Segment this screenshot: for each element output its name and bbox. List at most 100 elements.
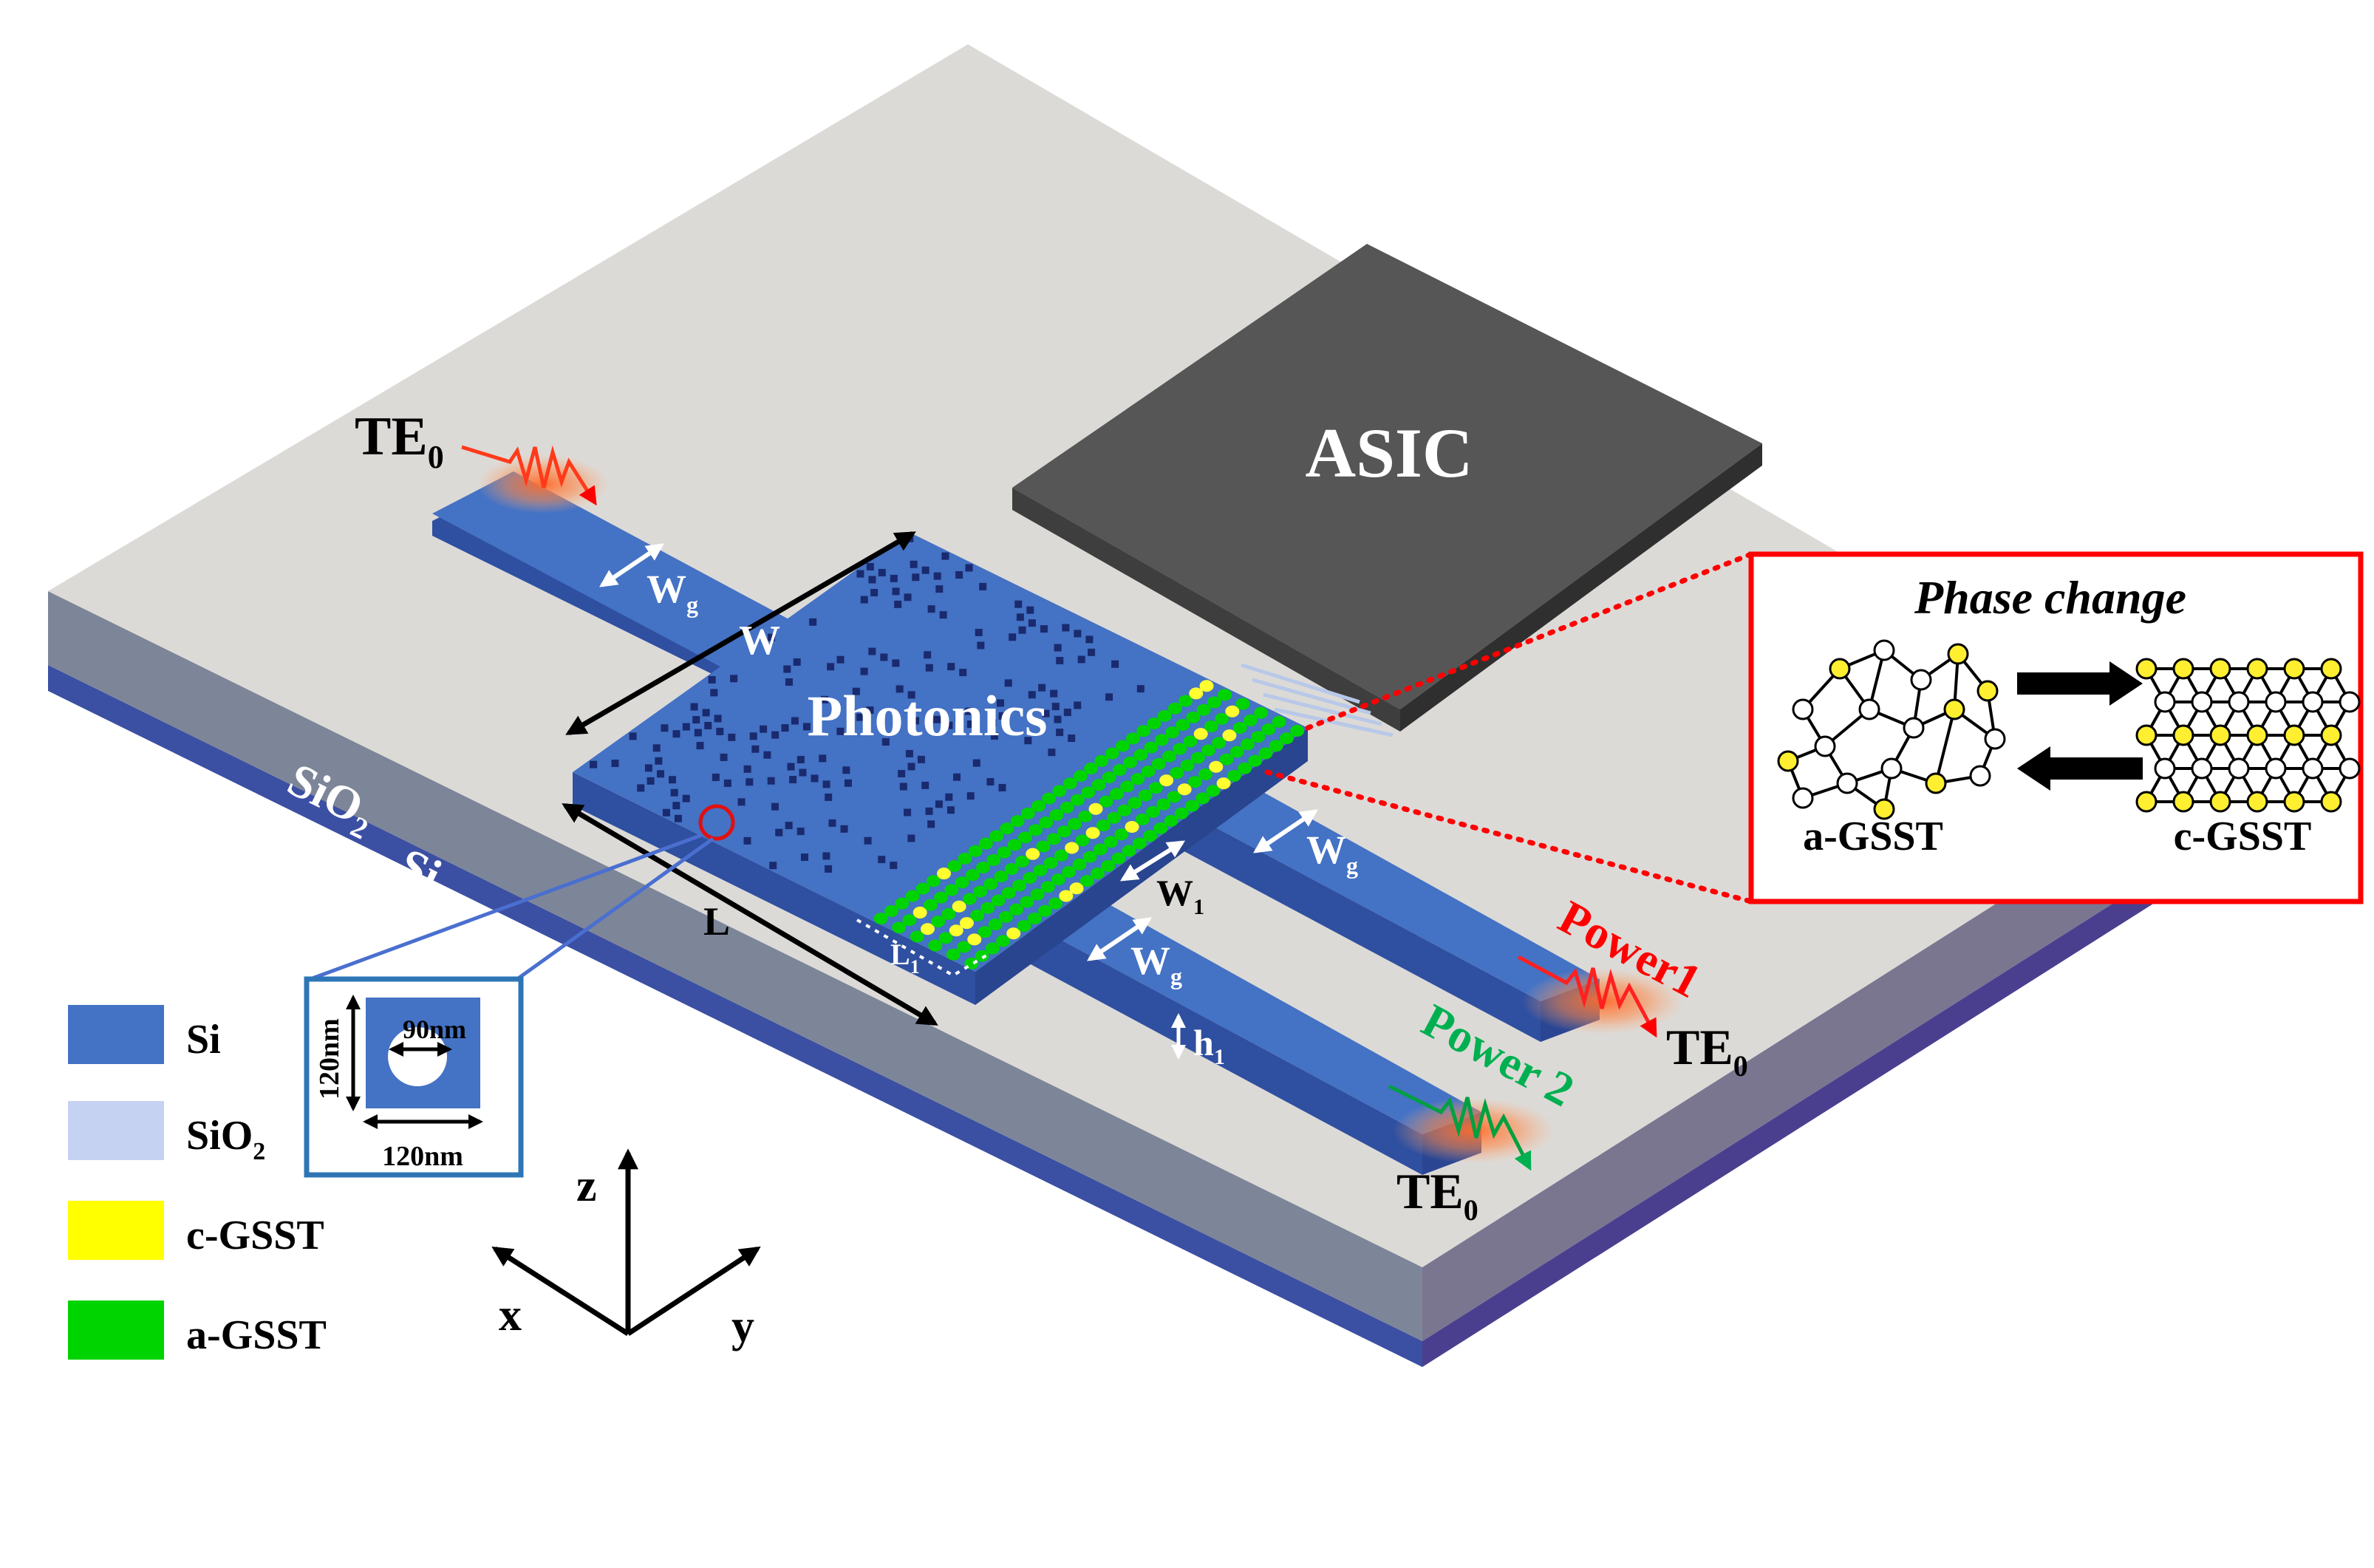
a-gsst-cell (1052, 785, 1067, 797)
a-gsst-cell (1014, 855, 1029, 867)
etched-hole (965, 564, 973, 572)
a-gsst-cell (947, 860, 962, 873)
a-gsst-cell (1184, 800, 1199, 812)
legend-swatch-a-gsst (68, 1301, 164, 1360)
h1-label: h1 (1193, 1022, 1225, 1069)
etched-hole (955, 571, 963, 579)
c-gsst-cell (1088, 802, 1103, 815)
etched-hole (652, 744, 661, 752)
etched-hole (661, 724, 669, 732)
etched-hole (945, 793, 953, 801)
wg-out2-arrow (1087, 917, 1152, 961)
etched-hole (910, 560, 918, 568)
etched-hole (946, 806, 955, 814)
etched-hole (996, 699, 1004, 707)
etched-hole (870, 588, 879, 596)
etched-hole (694, 729, 702, 737)
atom-white (2154, 691, 2176, 713)
etched-hole (979, 582, 987, 590)
etched-hole (785, 822, 793, 830)
atom-yellow (2283, 658, 2305, 680)
atom-yellow (2172, 791, 2194, 813)
etched-hole (881, 738, 890, 746)
atom-white (1792, 698, 1814, 720)
a-gsst-cell (1162, 750, 1177, 763)
etched-hole (672, 802, 681, 810)
atom-white (2302, 757, 2324, 780)
etched-hole (990, 732, 998, 740)
c-gsst-cell (1225, 705, 1240, 717)
callout-line-top (1305, 551, 1754, 731)
etched-hole (1077, 655, 1085, 664)
etched-hole (789, 776, 797, 784)
a-gsst-cell (1218, 689, 1232, 701)
etched-hole (767, 777, 775, 785)
substrate-sio2-side-right (1422, 768, 2209, 1341)
etched-hole (1136, 685, 1145, 693)
crystalline-lattice (2135, 658, 2361, 813)
a-gsst-cell (1039, 817, 1054, 829)
y-axis (627, 1246, 761, 1336)
a-gsst-cell (1001, 887, 1016, 899)
etched-hole (972, 759, 980, 767)
etched-hole (921, 781, 930, 789)
a-gsst-cell (998, 910, 1013, 923)
a-gsst-cell (1109, 788, 1124, 800)
etched-hole (799, 768, 807, 777)
etched-hole (904, 808, 912, 817)
etched-hole (682, 794, 690, 802)
asic-side-left (1012, 488, 1400, 732)
etched-hole (912, 573, 920, 582)
etched-hole (894, 600, 902, 608)
w1-label: W1 (1156, 872, 1204, 919)
a-gsst-cell (1093, 843, 1108, 856)
a-gsst-cell (938, 932, 953, 944)
a-gsst-cell (994, 870, 1009, 883)
c-gsst-cell (1199, 680, 1214, 692)
phase-change-inset: Phase change a-GSST c-GSST (1748, 551, 2364, 904)
a-gsst-cell (973, 885, 988, 898)
etched-hole (720, 753, 728, 761)
etched-hole (890, 862, 898, 870)
etched-hole (827, 663, 835, 671)
atom-white (1969, 765, 1991, 787)
etched-hole (793, 658, 801, 666)
c-gsst-cell (1006, 927, 1021, 940)
etched-hole (868, 576, 876, 584)
a-gsst-cell (975, 950, 989, 962)
c-gsst-cell (967, 933, 982, 946)
a-gsst-cell (1240, 738, 1255, 751)
etched-hole (825, 865, 833, 873)
a-gsst-cell (1232, 722, 1247, 734)
substrate-si-bottom-right (1422, 842, 2209, 1367)
etched-hole (655, 757, 663, 765)
a-gsst-cell (1196, 703, 1211, 716)
etched-hole (965, 707, 973, 715)
atom-yellow (2209, 658, 2231, 680)
a-gsst-cell (1272, 715, 1286, 728)
atom-white (1836, 772, 1858, 794)
a-gsst-cell (1219, 753, 1234, 766)
x-label: x (499, 1290, 522, 1340)
w1-arrow (1119, 840, 1186, 882)
a-gsst-cell (1107, 811, 1122, 824)
etched-hole (674, 814, 682, 822)
c-gsst-cell (949, 924, 963, 937)
a-gsst-cell (1290, 725, 1305, 737)
etched-hole (917, 755, 925, 763)
etched-hole (662, 808, 670, 817)
legend-label-a-gsst: a-GSST (186, 1312, 327, 1358)
etched-hole (1024, 737, 1032, 745)
a-gsst-cell (1206, 785, 1221, 797)
arrow-to-crystal (2017, 661, 2143, 706)
etched-hole (977, 641, 985, 650)
atom-yellow (2246, 658, 2268, 680)
etched-hole (1074, 630, 1082, 638)
a-gsst-cell (1037, 904, 1052, 917)
a-gsst-cell (997, 846, 1012, 859)
etched-hole (644, 764, 652, 772)
a-gsst-cell (1043, 856, 1058, 869)
etched-hole (751, 745, 760, 753)
a-gsst-cell (944, 884, 959, 896)
